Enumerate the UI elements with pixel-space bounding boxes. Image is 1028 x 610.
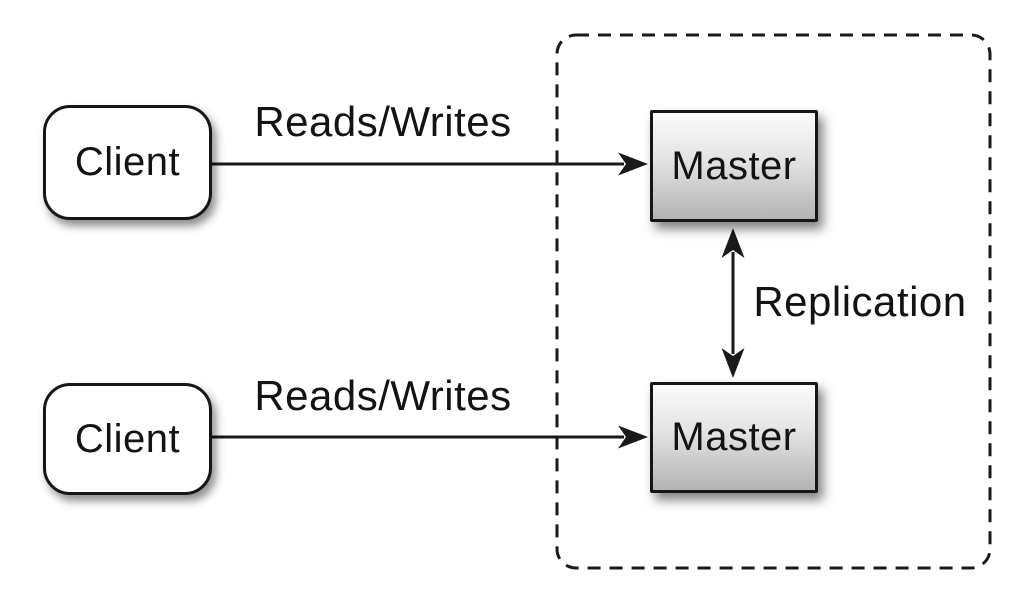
master-node-bottom-label: Master [671,415,797,459]
arrowhead-up-icon [721,228,745,258]
client-node-top: Client [43,105,212,220]
master-node-bottom: Master [650,382,818,493]
reads-writes-arrow-bottom [212,425,648,449]
reads-writes-label-bottom: Reads/Writes [254,372,512,419]
replication-boundary [555,33,992,570]
master-node-top-label: Master [671,143,797,188]
arrowhead-right-icon [618,425,648,449]
client-node-bottom: Client [43,383,212,495]
reads-writes-arrow-top [212,152,648,176]
replication-label: Replication [753,278,967,325]
client-node-bottom-label: Client [74,416,181,461]
arrowhead-down-icon [721,348,745,378]
client-node-top-label: Client [74,140,181,184]
reads-writes-label-top: Reads/Writes [254,98,512,145]
replication-arrow [721,228,745,378]
arrowhead-right-icon [618,152,648,176]
master-node-top: Master [650,110,818,222]
